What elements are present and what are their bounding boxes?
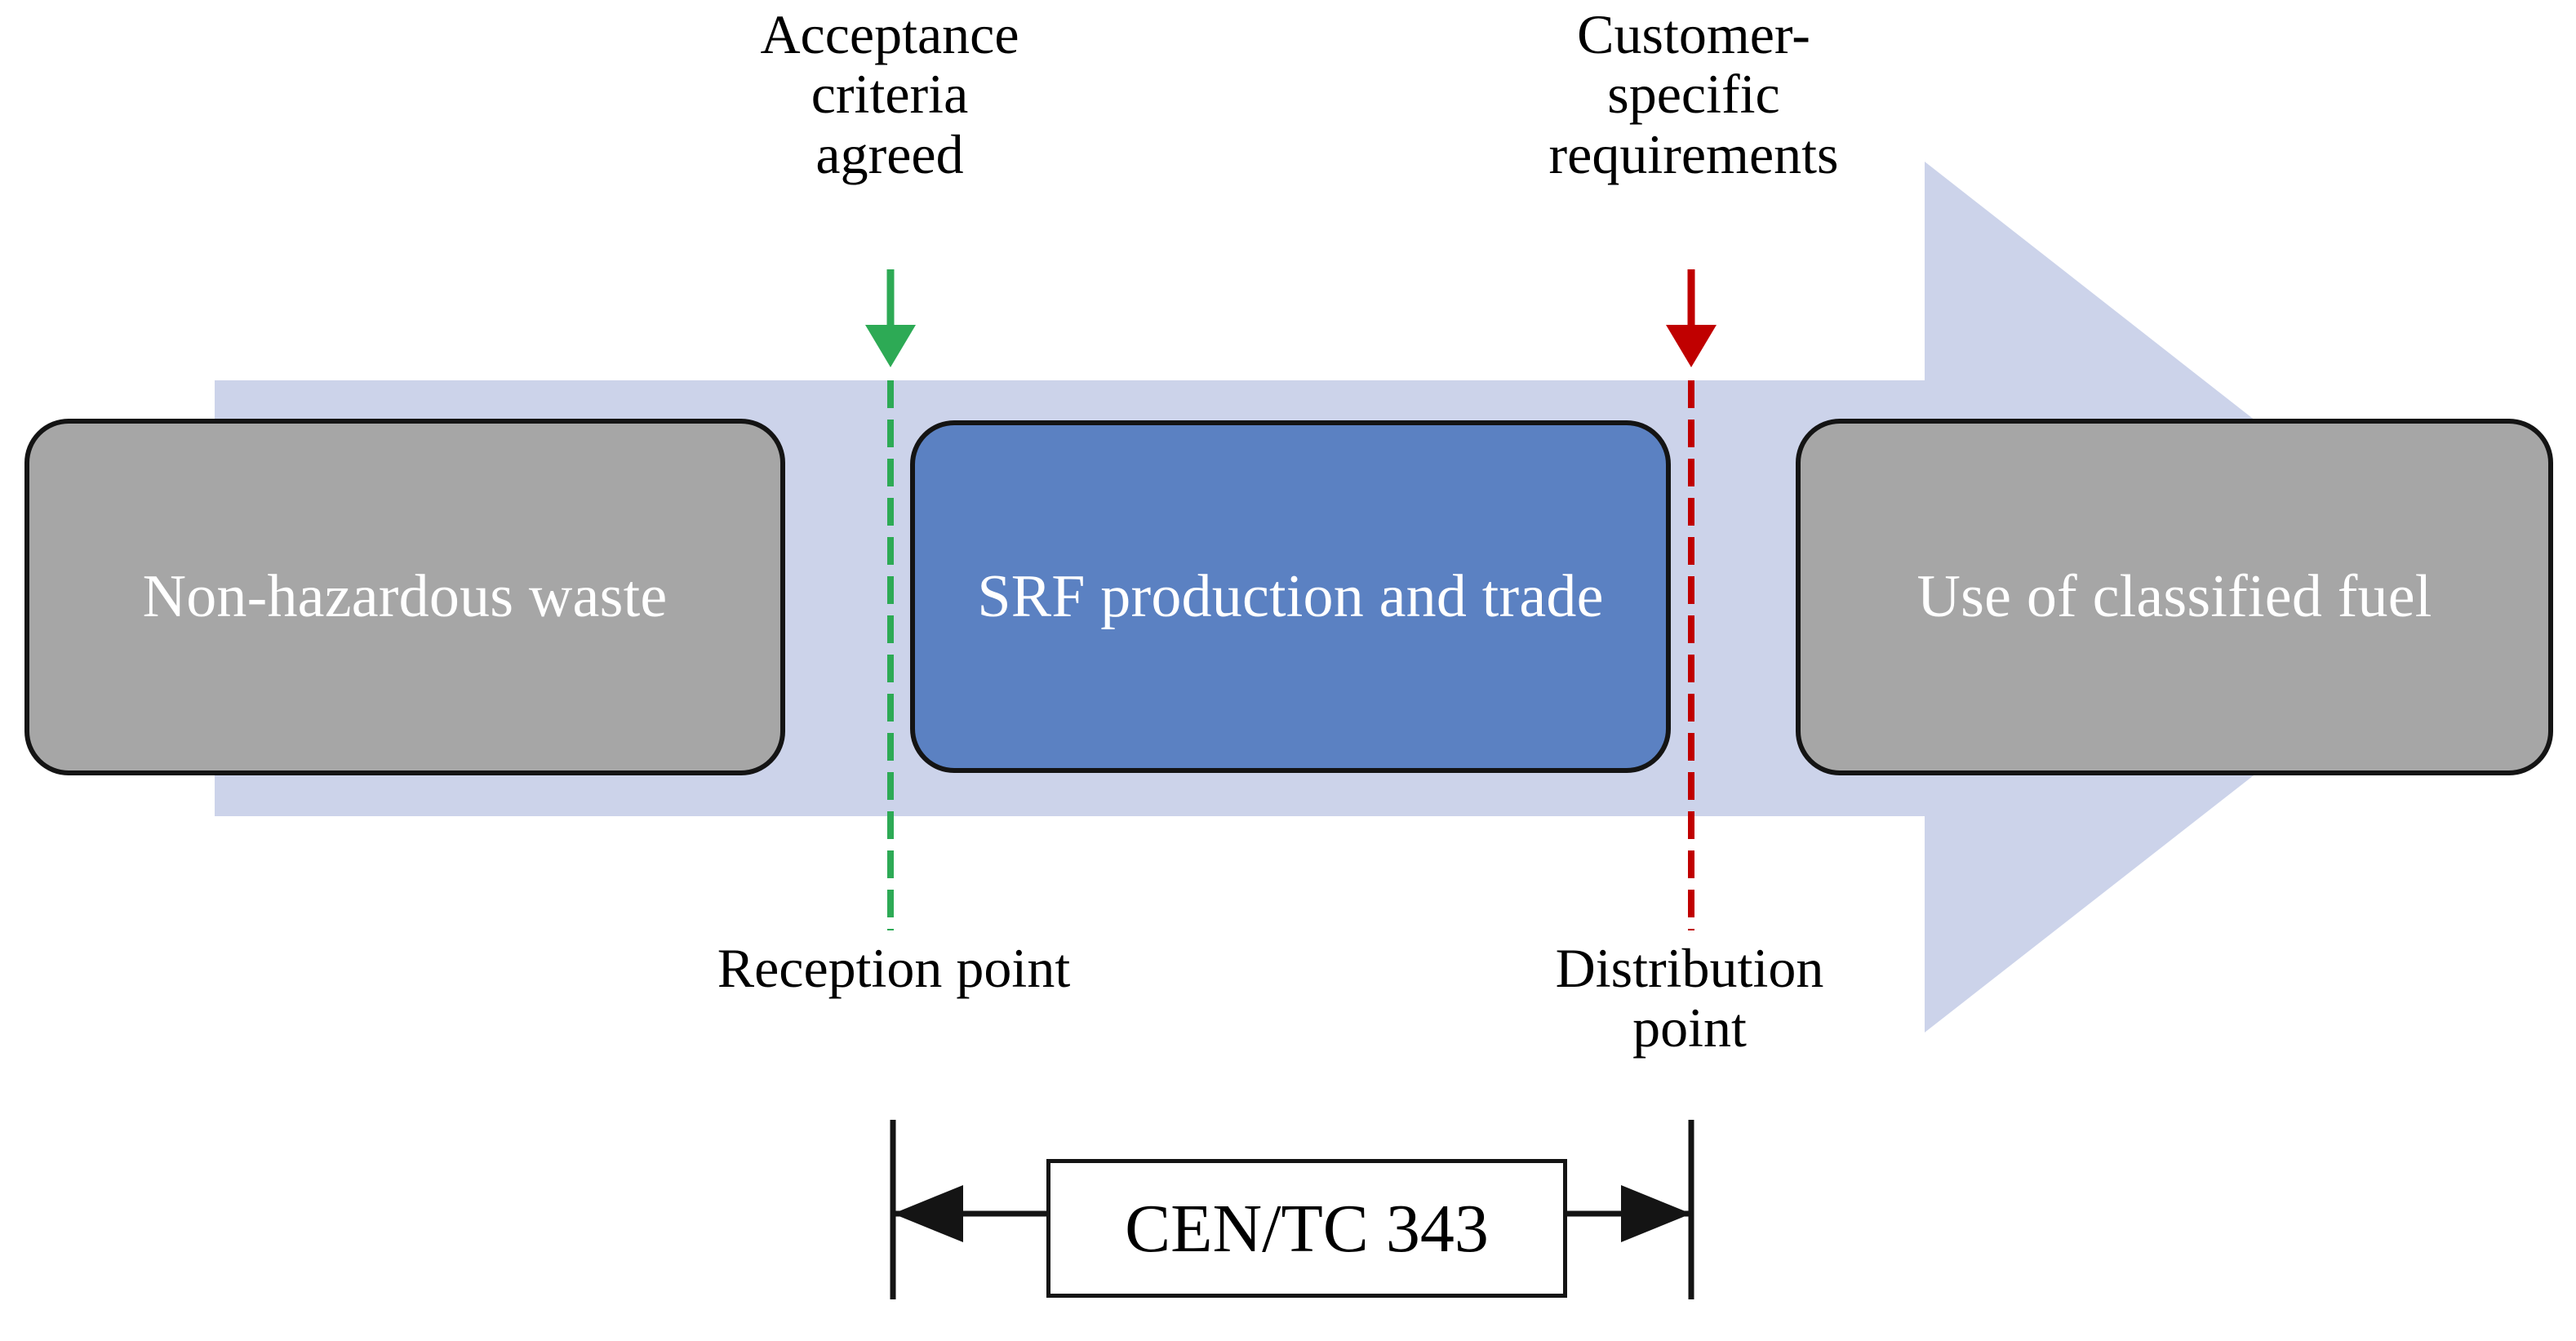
scope-extent-indicator (890, 1120, 1694, 1299)
boundary-label-reception-point: Reception point (717, 937, 1071, 999)
callout-customer-requirements: Customer- specific requirements (1548, 3, 1839, 185)
process-box-non-hazardous-waste: Non-hazardous waste (24, 419, 785, 775)
callout-acceptance-criteria: Acceptance criteria agreed (760, 3, 1019, 185)
process-box-srf-production-and-trade: SRF production and trade (910, 420, 1671, 773)
reception-boundary-marker (865, 269, 916, 930)
scope-label-cen-tc-343: CEN/TC 343 (1046, 1159, 1567, 1298)
boundary-label-distribution-point: Distribution point (1555, 937, 1824, 1059)
process-box-use-of-classified-fuel: Use of classified fuel (1796, 419, 2553, 775)
distribution-boundary-marker (1666, 269, 1717, 930)
